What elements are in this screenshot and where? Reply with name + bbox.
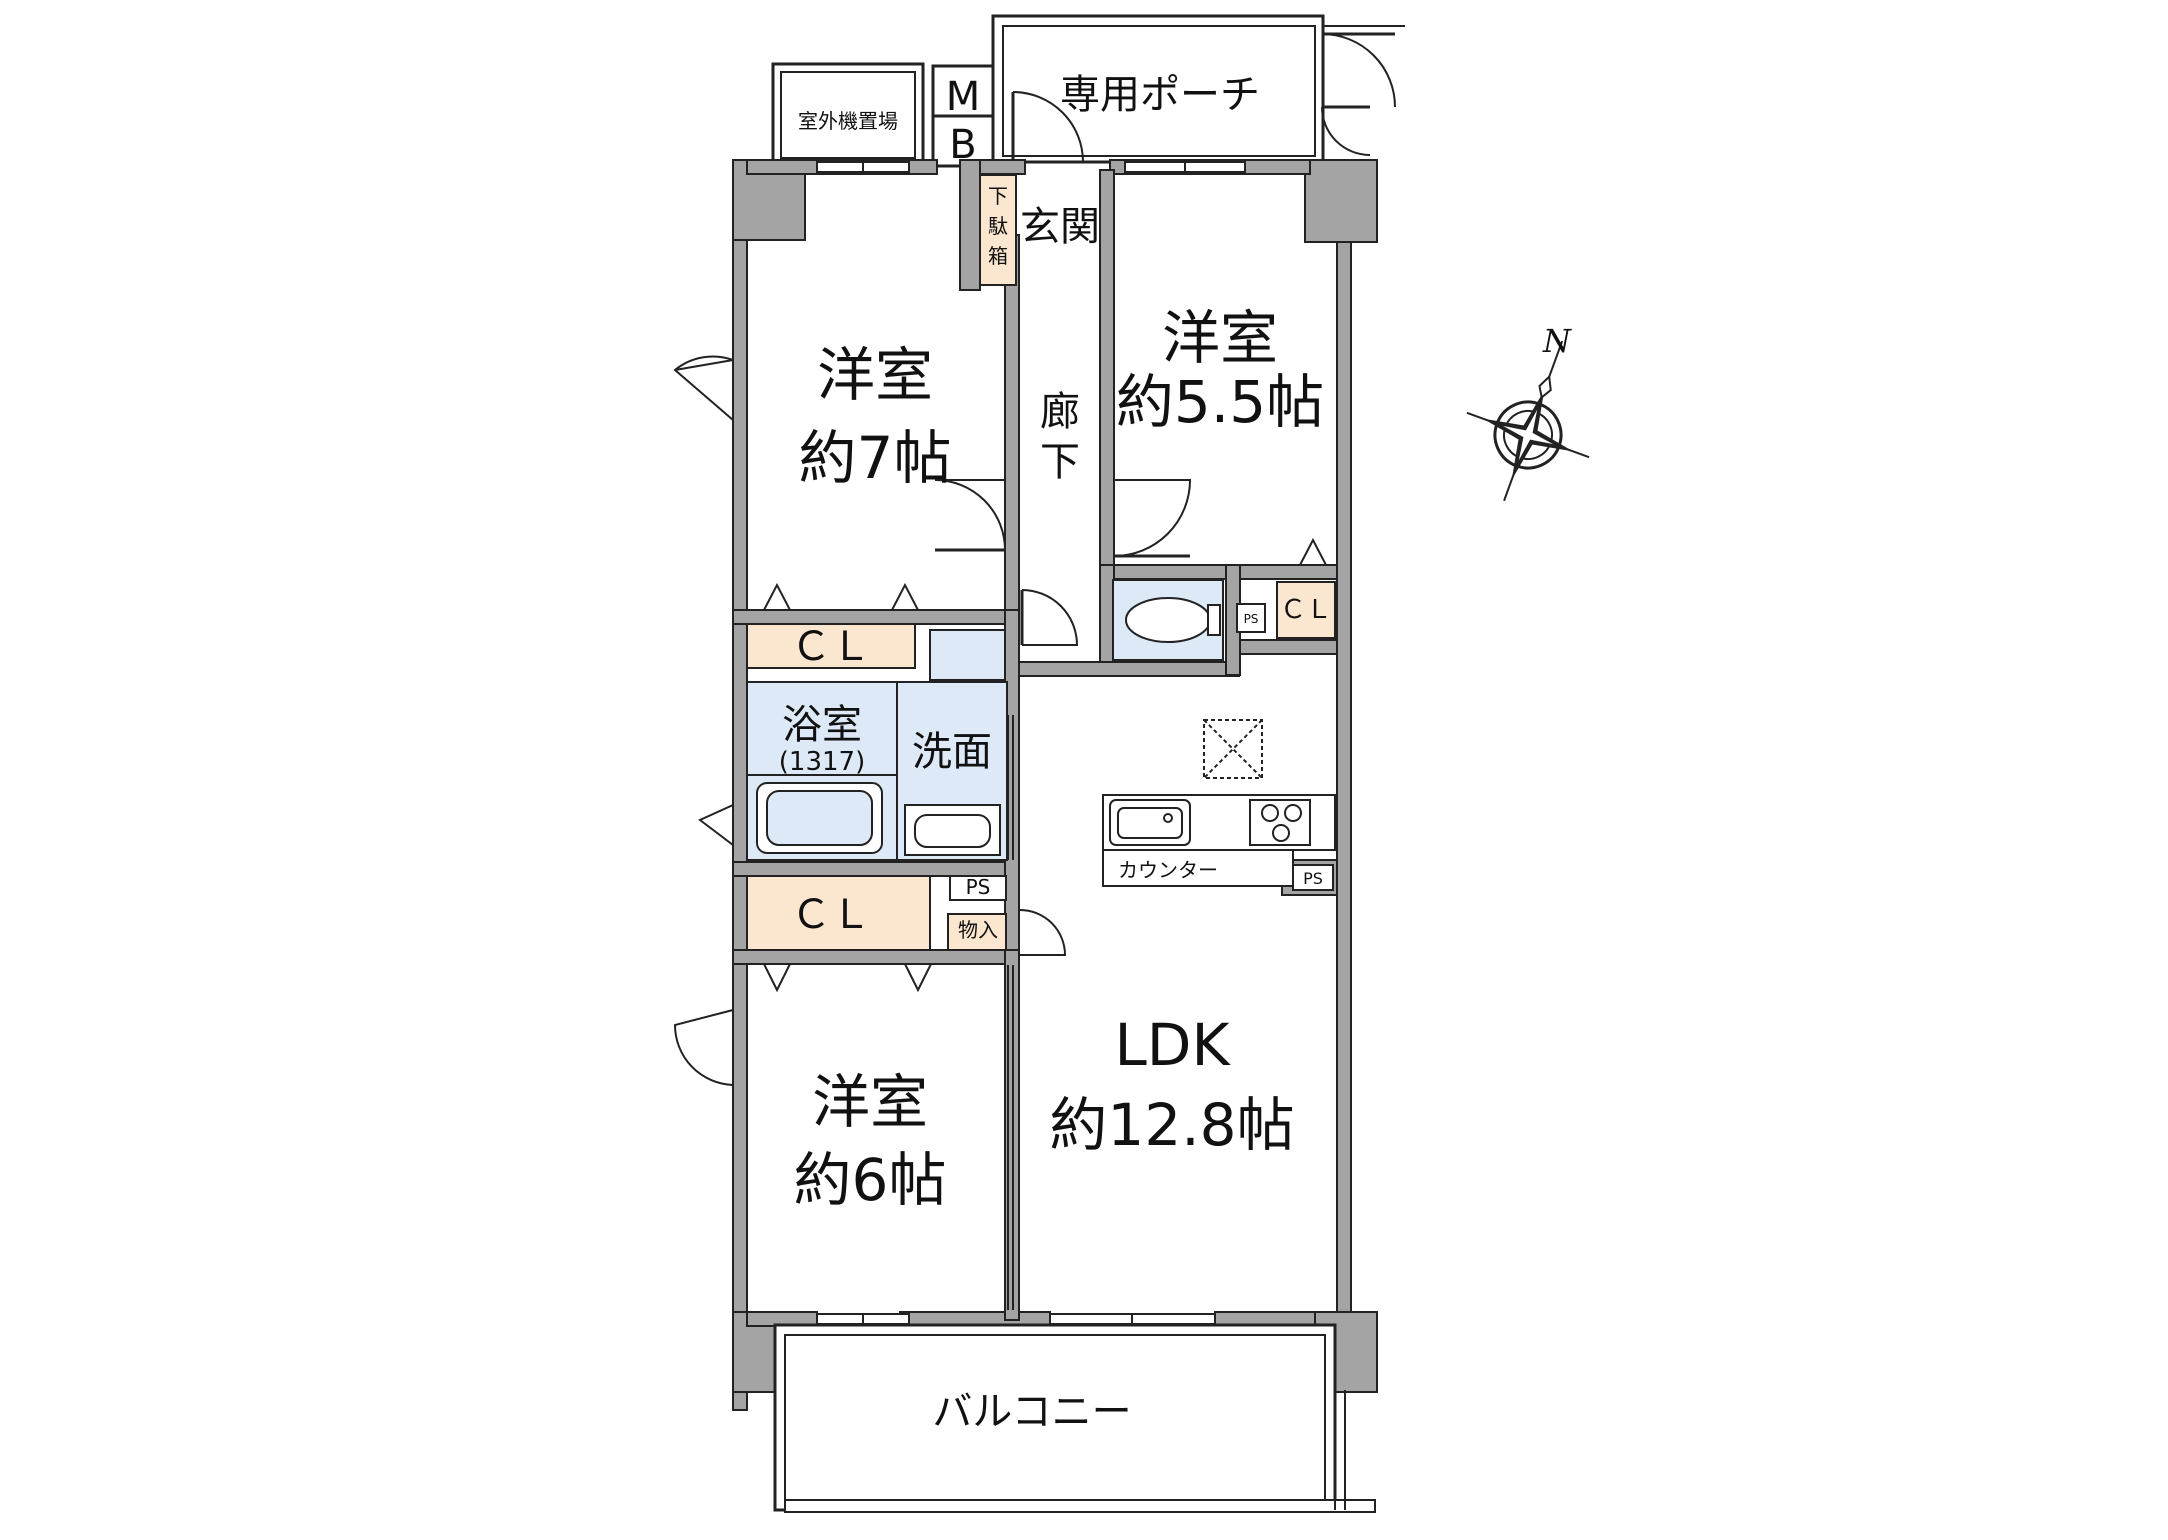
western-55-size: 約5.5帖 (1116, 368, 1324, 436)
western-6-size: 約6帖 (794, 1146, 947, 1214)
compass-north-label: N (1542, 322, 1572, 360)
closet-label-2: ＣＬ (791, 892, 871, 938)
porch-name: 専用ポーチ (1060, 72, 1260, 118)
storage-name: 物入 (958, 918, 998, 942)
walls (732, 159, 1378, 1411)
outdoor-unit-name: 室外機置場 (798, 109, 898, 133)
labels: 洋室 約7帖 洋室 約5.5帖 洋室 約6帖 LDK 約12.8帖 浴室 (13… (779, 72, 1572, 1435)
bath-name: 浴室 (782, 702, 862, 748)
shoe-box-char-2: 駄 (988, 214, 1008, 238)
balcony (773, 1323, 1376, 1513)
meter-box-char-1: M (946, 74, 981, 120)
hallway-char-1: 廊 (1040, 389, 1080, 435)
meter-box-char-2: B (949, 122, 976, 168)
western-7-size: 約7帖 (799, 424, 952, 492)
hallway-char-2: 下 (1040, 439, 1080, 485)
western-55-name: 洋室 (1162, 304, 1278, 372)
washroom-name: 洗面 (912, 729, 992, 775)
kitchen (1102, 719, 1336, 887)
bathtub (747, 774, 897, 854)
ps-label-3: PS (1303, 869, 1323, 888)
bath-size: (1317) (779, 747, 865, 777)
ps-label-2: PS (1244, 612, 1259, 626)
closet-label-3: ＣＬ (1280, 595, 1332, 625)
closet-label-1: ＣＬ (791, 624, 871, 670)
small-boxes (949, 603, 1334, 901)
windows (816, 161, 1246, 1325)
counter-name: カウンター (1118, 858, 1218, 882)
porch-area (771, 14, 1405, 168)
closets (746, 174, 1336, 951)
shoe-box-char-3: 箱 (988, 244, 1008, 268)
toilet (1125, 597, 1221, 643)
western-6-name: 洋室 (812, 1068, 928, 1136)
ldk-name: LDK (1114, 1011, 1231, 1079)
door-swings (673, 355, 1192, 1310)
entrance-name: 玄関 (1020, 204, 1100, 250)
closet-doors (762, 537, 1328, 993)
ldk-size: 約12.8帖 (1049, 1091, 1294, 1159)
wash-basin (904, 804, 1001, 856)
balcony-name: バルコニー (932, 1389, 1131, 1435)
western-7-name: 洋室 (817, 341, 933, 409)
ps-label-1: PS (966, 875, 991, 899)
compass-rose (1466, 340, 1590, 502)
shoe-box-char-1: 下 (988, 184, 1008, 208)
